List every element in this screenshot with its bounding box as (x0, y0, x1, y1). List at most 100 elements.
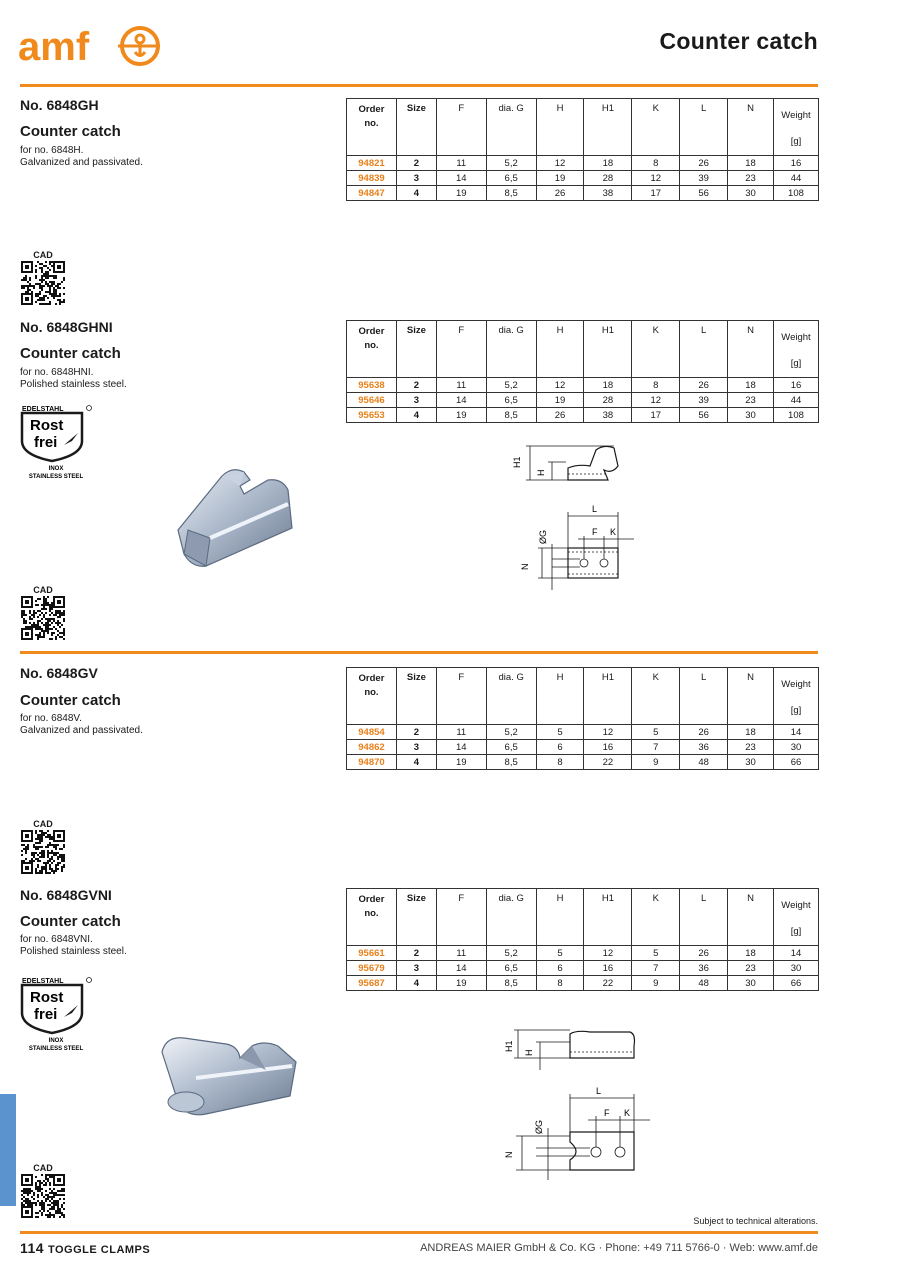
dim-label-g: ØG (534, 1120, 544, 1134)
table-cell: 30 (772, 960, 820, 976)
product-description: for no. 6848HNI. Polished stainless stee… (20, 367, 127, 391)
col-header-h1: H1 (583, 667, 633, 725)
section-divider (20, 84, 818, 87)
badge-line1: Rost (30, 989, 63, 1006)
table-cell: 19 (435, 975, 487, 991)
table-cell: 19 (435, 754, 487, 770)
product-description: for no. 6848VNI. Polished stainless stee… (20, 934, 127, 958)
col-header-h1: H1 (583, 98, 633, 156)
table-cell: 5,2 (485, 724, 537, 740)
desc-line: Polished stainless steel. (20, 379, 127, 390)
product-number: No. 6848GHNI (20, 319, 113, 335)
product-title: Counter catch (20, 913, 121, 930)
order-number-cell: 95687 (346, 975, 397, 991)
table-cell: 39 (679, 170, 729, 186)
dimension-drawing-v: H1 H L ØG F K N (504, 1029, 650, 1180)
table-cell: 23 (727, 960, 774, 976)
cad-block[interactable]: CAD (20, 585, 66, 646)
badge-line2: frei (34, 434, 57, 451)
dim-label-f: F (592, 527, 598, 537)
footer-section: TOGGLE CLAMPS (47, 1244, 151, 1256)
col-header-h: H (535, 98, 585, 156)
table-cell: 23 (727, 170, 774, 186)
col-header-f: F (435, 888, 487, 946)
table-cell: 8 (631, 377, 681, 393)
desc-line: for no. 6848V. (20, 713, 82, 724)
col-header-k: K (631, 320, 681, 378)
badge-line3: INOX (49, 1038, 64, 1044)
qr-code-icon[interactable] (20, 1173, 66, 1219)
order-number-cell: 94854 (346, 724, 397, 740)
table-cell: 48 (679, 975, 729, 991)
cad-label: CAD (33, 819, 53, 829)
col-header-weight: Weight[g] (772, 667, 820, 725)
table-cell: 23 (727, 392, 774, 408)
col-header-f: F (435, 320, 487, 378)
amf-logo-text: amf (18, 25, 90, 69)
table-cell: 26 (535, 407, 585, 423)
table-cell: 7 (631, 960, 681, 976)
table-cell: 19 (535, 170, 585, 186)
dim-label-k: K (610, 527, 616, 537)
table-cell: 8,5 (485, 407, 537, 423)
qr-code-icon[interactable] (20, 829, 66, 875)
desc-line: Galvanized and passivated. (20, 157, 143, 168)
order-number-cell: 94862 (346, 739, 397, 755)
table-cell: 30 (772, 739, 820, 755)
col-header-k: K (631, 667, 681, 725)
footer-note: Subject to technical alterations. (693, 1216, 818, 1226)
table-cell: 28 (583, 170, 633, 186)
order-number-cell: 94839 (346, 170, 397, 186)
cad-block[interactable]: CAD (20, 250, 66, 311)
table-cell: 3 (395, 960, 437, 976)
cad-block[interactable]: CAD (20, 1163, 66, 1224)
table-cell: 38 (583, 407, 633, 423)
table-cell: 12 (583, 945, 633, 961)
dim-label-h1: H1 (504, 1040, 514, 1052)
order-number-cell: 95638 (346, 377, 397, 393)
cad-label: CAD (33, 250, 53, 260)
col-header-n: N (727, 667, 774, 725)
col-header-l: L (679, 667, 729, 725)
col-header-n: N (727, 98, 774, 156)
order-number-cell: 95661 (346, 945, 397, 961)
qr-code-icon[interactable] (20, 260, 66, 306)
qr-code-icon[interactable] (20, 595, 66, 641)
table-cell: 26 (535, 185, 585, 201)
table-cell: 30 (727, 754, 774, 770)
col-header-size: Size (395, 98, 437, 156)
badge-line1: Rost (30, 417, 63, 434)
product-number: No. 6848GH (20, 97, 99, 113)
table-cell: 18 (727, 155, 774, 171)
table-cell: 8,5 (485, 754, 537, 770)
desc-line: for no. 6848HNI. (20, 367, 94, 378)
product-title: Counter catch (20, 123, 121, 140)
cad-block[interactable]: CAD (20, 819, 66, 880)
table-cell: 30 (727, 185, 774, 201)
table-cell: 36 (679, 960, 729, 976)
side-tab (0, 1094, 16, 1206)
order-number-cell: 95653 (346, 407, 397, 423)
table-cell: 12 (535, 155, 585, 171)
table-cell: 30 (727, 407, 774, 423)
table-cell: 2 (395, 724, 437, 740)
table-cell: 38 (583, 185, 633, 201)
dimension-drawing-h: H1 H L ØG F K N (512, 445, 634, 590)
table-cell: 16 (772, 155, 820, 171)
desc-line: for no. 6848VNI. (20, 934, 93, 945)
col-header-size: Size (395, 320, 437, 378)
footer-company: ANDREAS MAIER GmbH & Co. KG · Phone: +49… (420, 1242, 818, 1254)
dim-label-n: N (504, 1152, 514, 1159)
order-number-cell: 95646 (346, 392, 397, 408)
table-cell: 12 (583, 724, 633, 740)
table-cell: 18 (583, 155, 633, 171)
